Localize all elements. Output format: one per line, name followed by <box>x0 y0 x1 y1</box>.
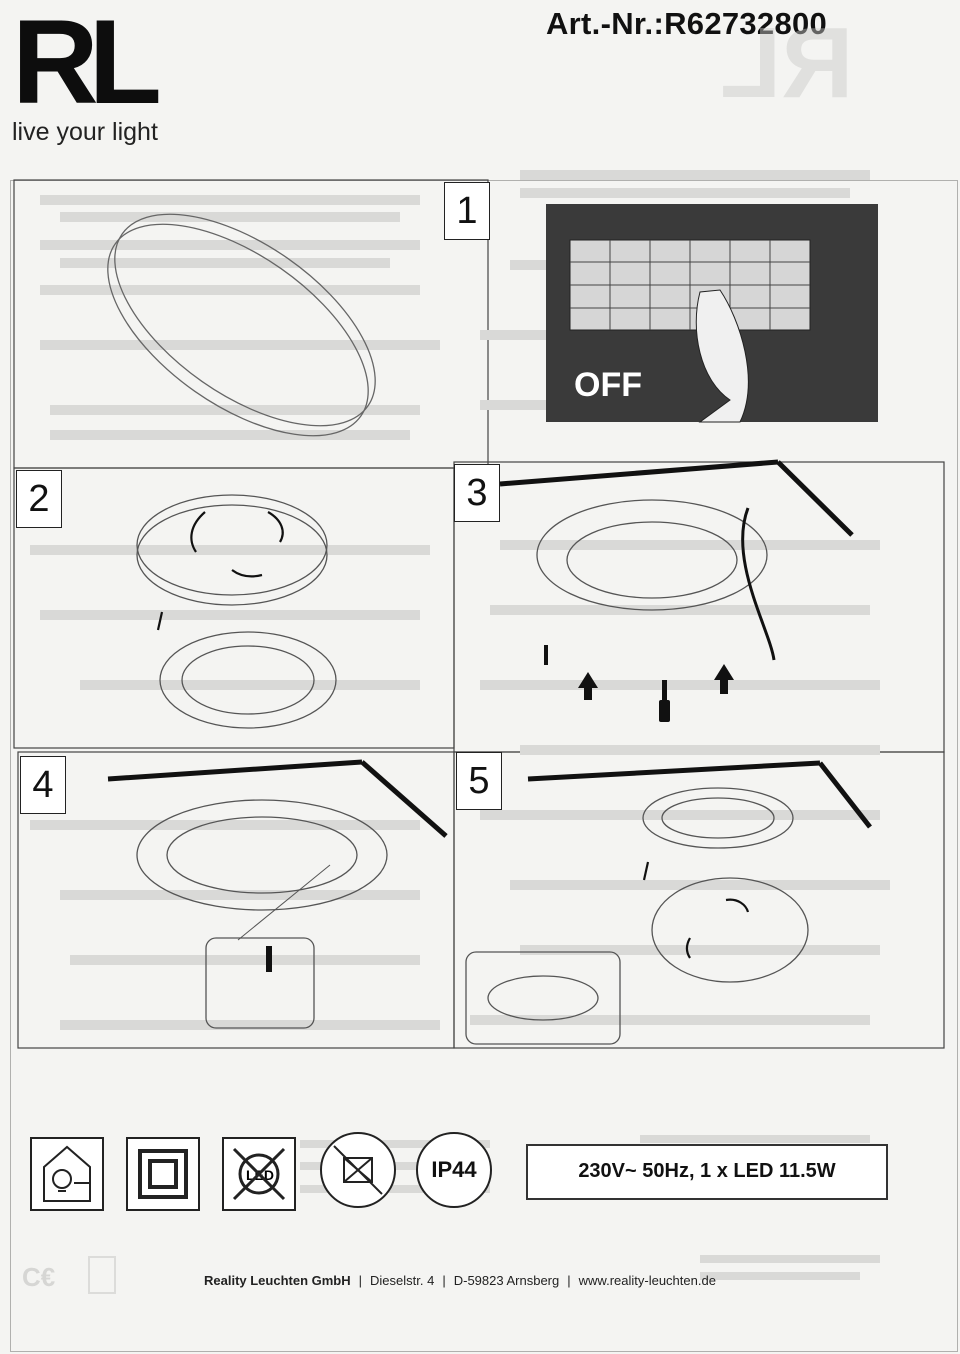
switch-off-label: OFF <box>574 366 642 404</box>
footer-website[interactable]: www.reality-leuchten.de <box>578 1273 716 1288</box>
protection-class-ii-icon <box>126 1137 200 1211</box>
step-3-number: 3 <box>454 464 500 522</box>
not-dimmable-icon <box>320 1132 396 1208</box>
weee-bin-icon <box>88 1256 116 1294</box>
footer-address: Reality Leuchten GmbH|Dieselstr. 4|D-598… <box>204 1273 716 1288</box>
step-4-number: 4 <box>20 756 66 814</box>
brand-logo: RL <box>12 0 162 129</box>
step-2-number: 2 <box>16 470 62 528</box>
footer-company: Reality Leuchten GmbH <box>204 1273 351 1288</box>
step-5-number: 5 <box>456 752 502 810</box>
footer-street: Dieselstr. 4 <box>370 1273 435 1288</box>
brand-tagline: live your light <box>12 118 158 146</box>
power-rating: 230V~ 50Hz, 1 x LED 11.5W <box>526 1144 888 1200</box>
ce-mark-bleed: C€ <box>22 1262 56 1292</box>
led-not-replaceable-icon: LED <box>222 1137 296 1211</box>
article-number: Art.-Nr.:R62732800 <box>546 6 828 41</box>
indoor-use-icon <box>30 1137 104 1211</box>
footer-city: D-59823 Arnsberg <box>453 1273 560 1288</box>
ip-rating-badge: IP44 <box>416 1132 492 1208</box>
step-1-number: 1 <box>444 182 490 240</box>
